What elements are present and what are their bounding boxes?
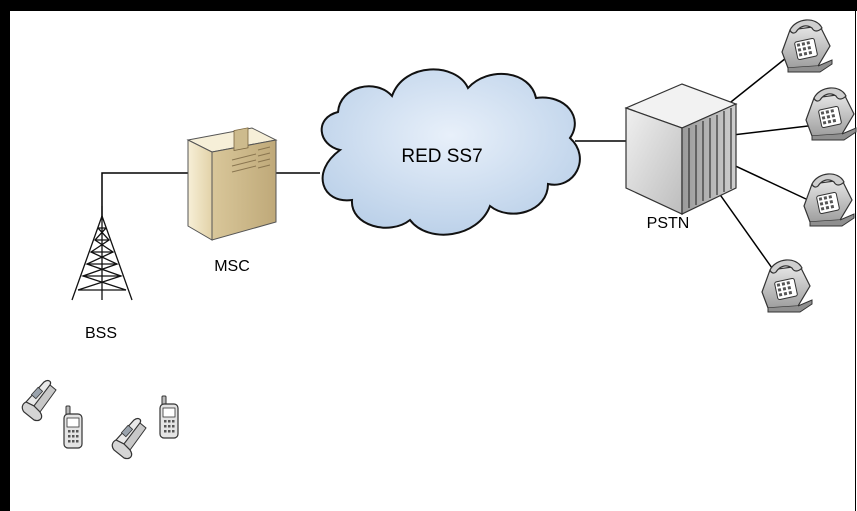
msc-label: MSC — [214, 258, 250, 275]
telephone-icon — [805, 87, 857, 141]
mobile-phone-icon — [159, 395, 179, 439]
switch-cabinet-icon — [624, 83, 738, 215]
telephone-icon — [761, 259, 813, 313]
link-bss-msc — [101, 172, 200, 218]
server-icon — [186, 127, 278, 241]
ss7-label: RED SS7 — [401, 146, 482, 167]
radio-tower-icon — [71, 206, 133, 301]
cloud-icon — [320, 68, 581, 236]
telephone-icon — [803, 173, 855, 227]
bss-label: BSS — [85, 325, 117, 342]
flip-phone-icon — [21, 379, 57, 422]
pstn-label: PSTN — [647, 215, 690, 232]
mobile-phone-icon — [63, 405, 83, 449]
flip-phone-icon — [111, 417, 147, 460]
telephone-icon — [781, 19, 833, 73]
